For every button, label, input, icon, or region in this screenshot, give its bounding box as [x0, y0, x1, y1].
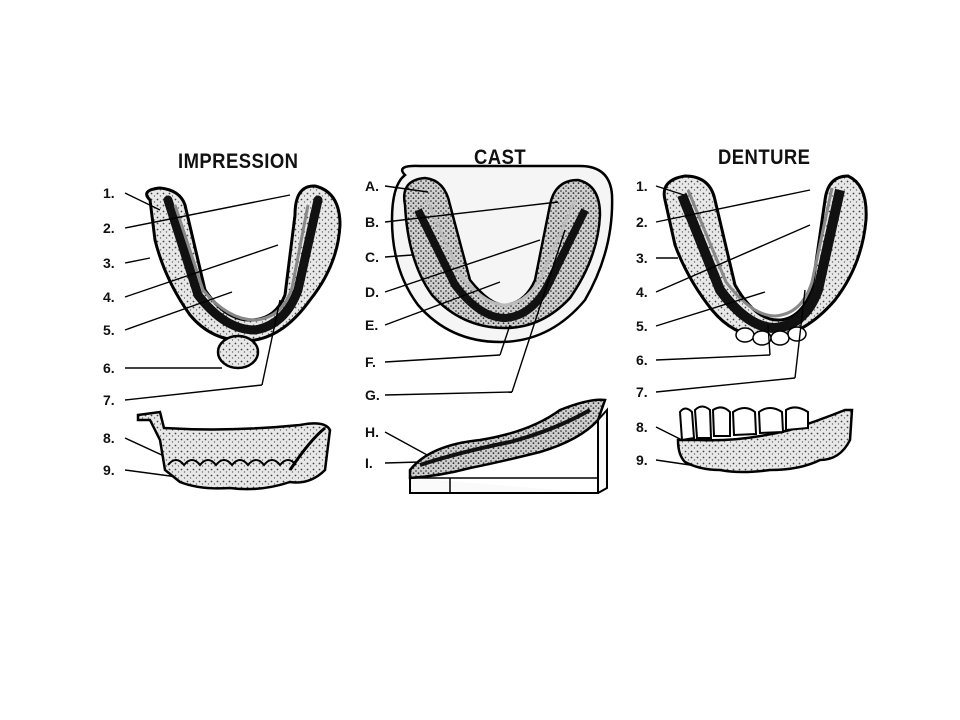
cast-label-d: D. [365, 284, 379, 300]
cast-top-view [390, 164, 614, 344]
cast-label-a: A. [365, 178, 379, 194]
impression-label-9: 9. [103, 462, 115, 478]
cast-label-e: E. [365, 317, 379, 333]
denture-title: DENTURE [718, 146, 811, 169]
impression-leader-lines [124, 192, 291, 479]
impression-label-5: 5. [103, 322, 115, 338]
denture-label-2: 2. [636, 214, 648, 230]
denture-label-1: 1. [636, 178, 648, 194]
cast-label-i: I. [365, 455, 373, 471]
cast-label-f: F. [365, 354, 376, 370]
denture-label-7: 7. [636, 384, 648, 400]
cast-label-c: C. [365, 249, 379, 265]
impression-label-4: 4. [103, 289, 115, 305]
cast-label-g: G. [365, 387, 380, 403]
impression-label-1: 1. [103, 185, 115, 201]
denture-label-3: 3. [636, 250, 648, 266]
denture-label-6: 6. [636, 352, 648, 368]
impression-label-6: 6. [103, 360, 115, 376]
cast-side-view [408, 398, 608, 494]
cast-title: CAST [474, 146, 527, 169]
denture-label-8: 8. [636, 419, 648, 435]
impression-label-7: 7. [103, 392, 115, 408]
denture-label-9: 9. [636, 452, 648, 468]
impression-side-view [136, 410, 332, 491]
denture-top-view [662, 174, 868, 346]
impression-label-2: 2. [103, 220, 115, 236]
denture-side-view [676, 405, 854, 474]
denture-label-5: 5. [636, 318, 648, 334]
cast-label-h: H. [365, 424, 379, 440]
cast-label-b: B. [365, 214, 379, 230]
impression-title: IMPRESSION [178, 150, 299, 173]
impression-label-8: 8. [103, 430, 115, 446]
impression-top-view [145, 184, 342, 370]
impression-label-3: 3. [103, 255, 115, 271]
cast-leader-lines [384, 185, 566, 464]
denture-label-4: 4. [636, 284, 648, 300]
